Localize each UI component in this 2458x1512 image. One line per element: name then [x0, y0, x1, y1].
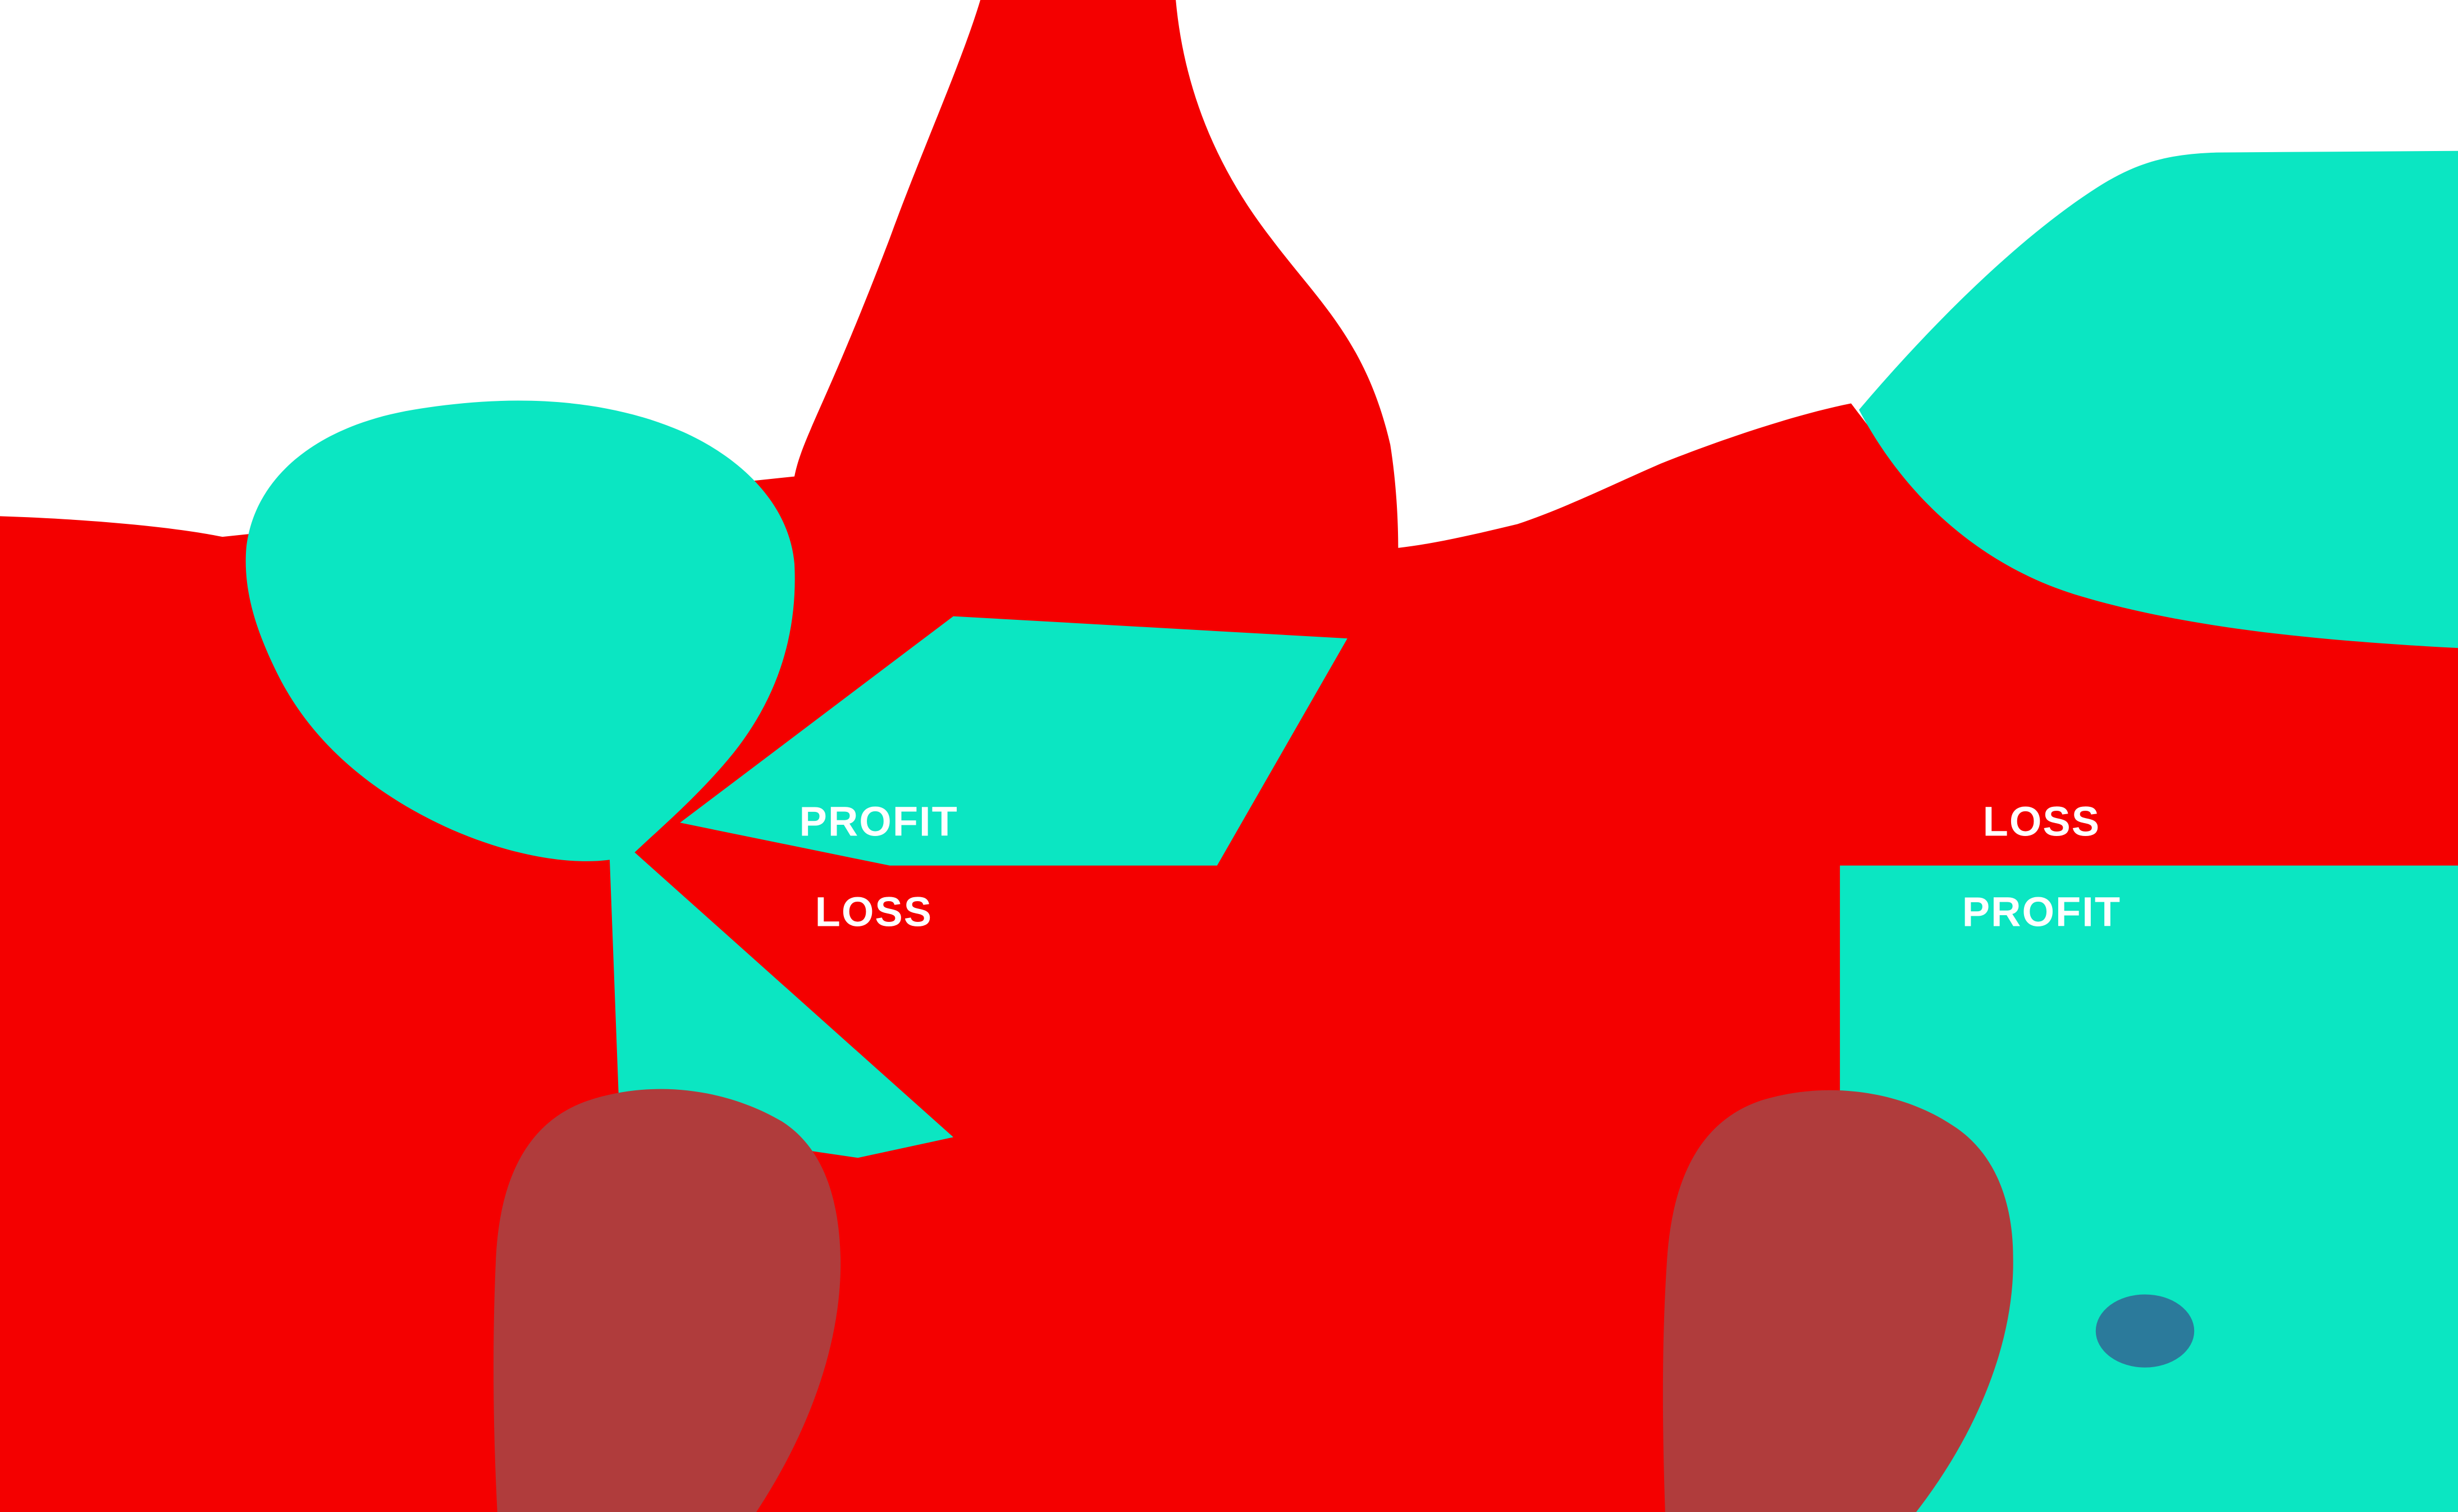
profit-label-right: PROFIT [1962, 888, 2122, 935]
profit-region-top-right [1859, 150, 2458, 648]
profit-label-left: PROFIT [799, 798, 958, 845]
candle-body-right [1662, 1090, 2013, 1512]
profit-band-left [680, 616, 1347, 866]
marker-dot [2095, 1294, 2195, 1368]
profit-wedge-left [608, 829, 953, 1158]
candle-body-left [494, 1089, 841, 1512]
loss-label-left: LOSS [815, 888, 933, 935]
profit-blob-left [245, 400, 795, 861]
loss-label-right: LOSS [1982, 798, 2101, 845]
